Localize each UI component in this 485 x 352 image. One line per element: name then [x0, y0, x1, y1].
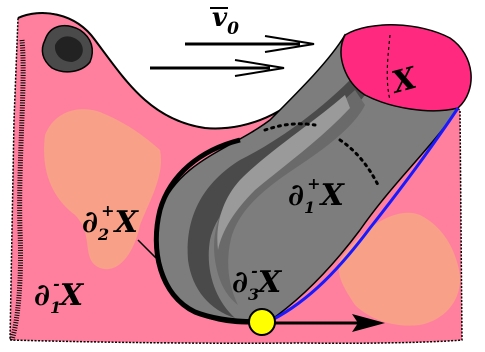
boundary-3-minus-label: ∂3-X: [232, 261, 283, 304]
dotted-curve-right: [338, 138, 380, 187]
velocity-label: v0: [212, 3, 239, 39]
dotted-curve-upper: [263, 122, 317, 132]
tube-light-stripe: [217, 95, 350, 250]
yellow-marker: [248, 308, 276, 336]
velocity-arrow-bottom-head: [234, 59, 285, 77]
boundary-1-minus-label: ∂1-X: [34, 274, 85, 317]
cap-dashed-divider: [386, 34, 391, 101]
boundary-2-plus-label: ∂2+X: [82, 201, 140, 244]
surface-blob-left: [44, 109, 161, 270]
boundary-1-plus-label: ∂1+X: [288, 174, 346, 217]
tube-highlight-band: [214, 90, 365, 305]
flow-arrow-head: [352, 314, 385, 332]
label-leader-line: [137, 239, 161, 263]
surface-blob-right: [338, 212, 461, 326]
top-cross-section: [340, 24, 472, 112]
left-hump-shadow-inner: [54, 36, 83, 62]
boundary-blue-curve: [271, 107, 460, 322]
velocity-arrow-top-head: [264, 35, 315, 53]
